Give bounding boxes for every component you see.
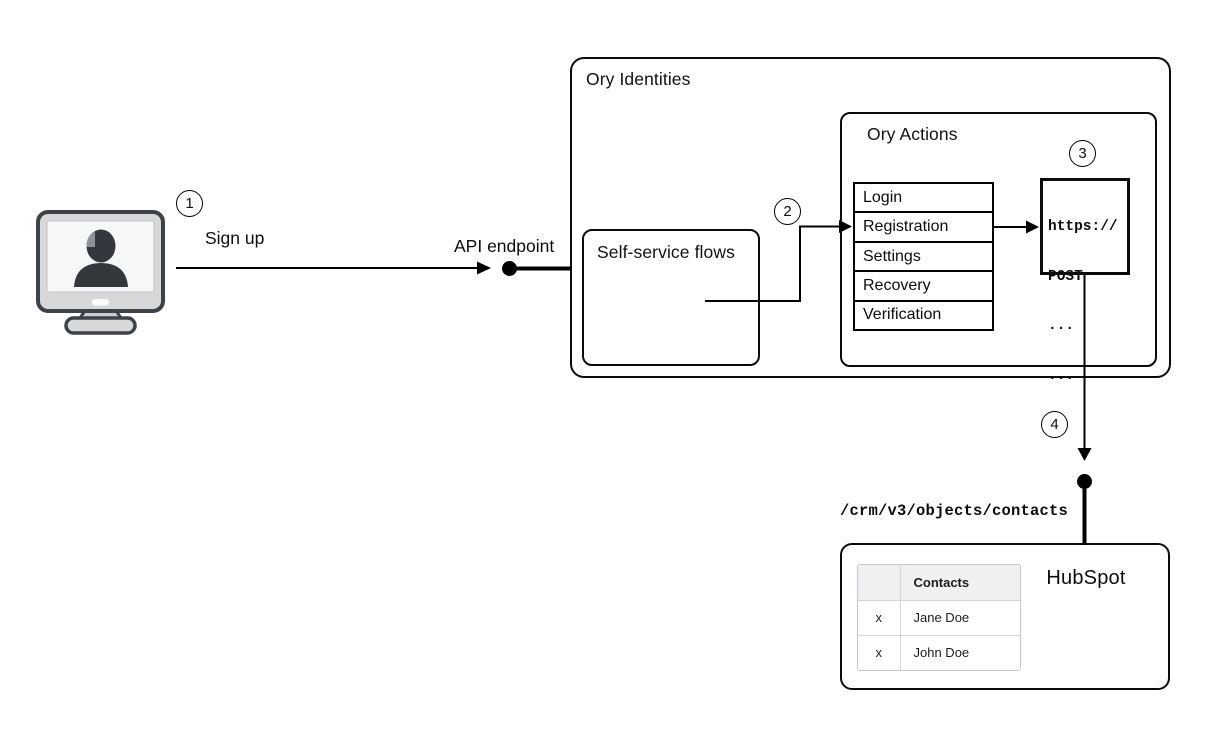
api-endpoint-node-icon (502, 261, 517, 276)
request-line-url: https:// (1048, 219, 1118, 235)
step-1-badge: 1 (176, 190, 203, 217)
crm-path-label: /crm/v3/objects/contacts (840, 502, 1069, 520)
step-4-badge: 4 (1041, 411, 1068, 438)
hubspot-title: HubSpot (1046, 567, 1126, 589)
contacts-row-2: x John Doe (858, 634, 1020, 670)
hubspot-endpoint-node-icon (1077, 474, 1092, 489)
contacts-table: Contacts x Jane Doe x John Doe (858, 565, 1020, 670)
http-request-box: https:// POST ... ... (1040, 178, 1130, 384)
hubspot-box: HubSpot Contacts x Jane Doe x Joh (840, 543, 1170, 690)
request-line-method: POST (1048, 268, 1083, 285)
flow-row-registration: Registration (855, 213, 992, 243)
contact-2-mark: x (858, 634, 901, 670)
contact-1-mark: x (858, 599, 901, 636)
signup-arrowhead-icon (477, 261, 491, 275)
monitor-stand-base (64, 316, 137, 335)
user-monitor-icon (36, 210, 165, 335)
ory-identities-title: Ory Identities (586, 69, 691, 89)
contacts-row-1: x Jane Doe (858, 599, 1020, 636)
user-silhouette-highlight (86, 229, 95, 247)
self-service-flows-title: Self-service flows (597, 242, 735, 262)
sign-up-label: Sign up (205, 228, 265, 248)
monitor-button (92, 299, 109, 306)
self-service-flows-box: Self-service flows (582, 229, 760, 366)
request-line-ellipsis-2: ... (1048, 367, 1075, 384)
flow-row-verification: Verification (863, 306, 942, 324)
step-3-badge: 3 (1069, 140, 1096, 167)
request-line-ellipsis-1: ... (1048, 318, 1075, 334)
contacts-header-empty-cell (858, 565, 901, 601)
contacts-table-wrap: Contacts x Jane Doe x John Doe (857, 564, 1021, 671)
flow-list-table: Login Registration Settings Recovery Ver… (853, 182, 994, 331)
contact-2-name: John Doe (899, 634, 1020, 670)
api-endpoint-label: API endpoint (454, 236, 555, 256)
contact-1-name: Jane Doe (899, 599, 1020, 636)
contacts-header-label: Contacts (899, 565, 1020, 601)
user-silhouette-shoulders (74, 263, 128, 287)
flow-row-recovery: Recovery (855, 272, 992, 302)
down-arrowhead-icon (1077, 448, 1092, 461)
contacts-header-row: Contacts (858, 565, 1020, 601)
step-2-badge: 2 (774, 198, 801, 225)
ory-actions-title: Ory Actions (867, 124, 958, 144)
flow-row-login: Login (855, 184, 992, 214)
flow-row-settings: Settings (855, 243, 992, 273)
